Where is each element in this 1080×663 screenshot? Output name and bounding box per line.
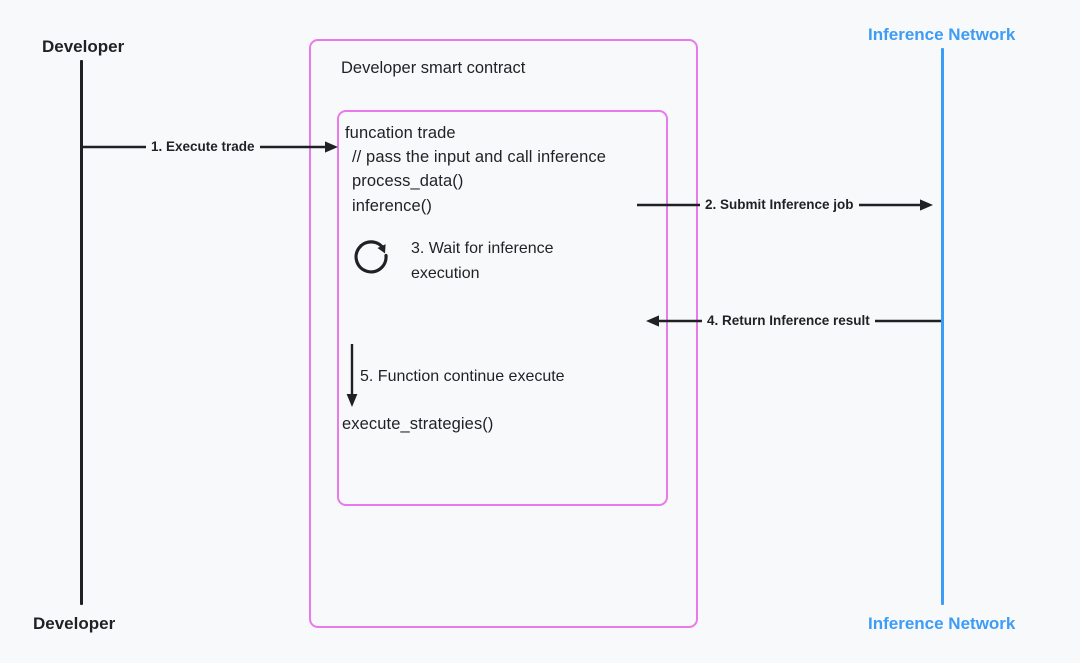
code-line-2: process_data() xyxy=(352,172,464,190)
box-developer-smart-contract xyxy=(309,39,698,628)
lifeline-label-developer-bottom: Developer xyxy=(33,614,116,633)
message-label-4: 4. Return Inference result xyxy=(702,313,875,328)
message-label-1: 1. Execute trade xyxy=(146,139,260,154)
message-label-2: 2. Submit Inference job xyxy=(700,197,859,212)
lifeline-inference-network xyxy=(941,48,944,605)
lifeline-label-inference-network-bottom: Inference Network xyxy=(868,614,1016,633)
box-title-developer-smart-contract: Developer smart contract xyxy=(341,59,526,77)
down-arrow-icon xyxy=(346,344,358,407)
code-line-3: inference() xyxy=(352,197,432,215)
loop-arrow-icon xyxy=(354,240,388,274)
lifeline-label-inference-network-top: Inference Network xyxy=(868,25,1016,44)
code-line-0: funcation trade xyxy=(345,124,456,142)
lifeline-label-developer-top: Developer xyxy=(42,37,125,56)
code-final-call: execute_strategies() xyxy=(342,415,494,433)
code-line-1: // pass the input and call inference xyxy=(352,148,607,166)
lifeline-developer xyxy=(80,60,83,605)
note-continue-label: 5. Function continue execute xyxy=(360,368,565,385)
note-wait-line1: 3. Wait for inference xyxy=(411,240,554,257)
box-function-body xyxy=(337,110,668,506)
note-wait-line2: execution xyxy=(411,265,480,282)
